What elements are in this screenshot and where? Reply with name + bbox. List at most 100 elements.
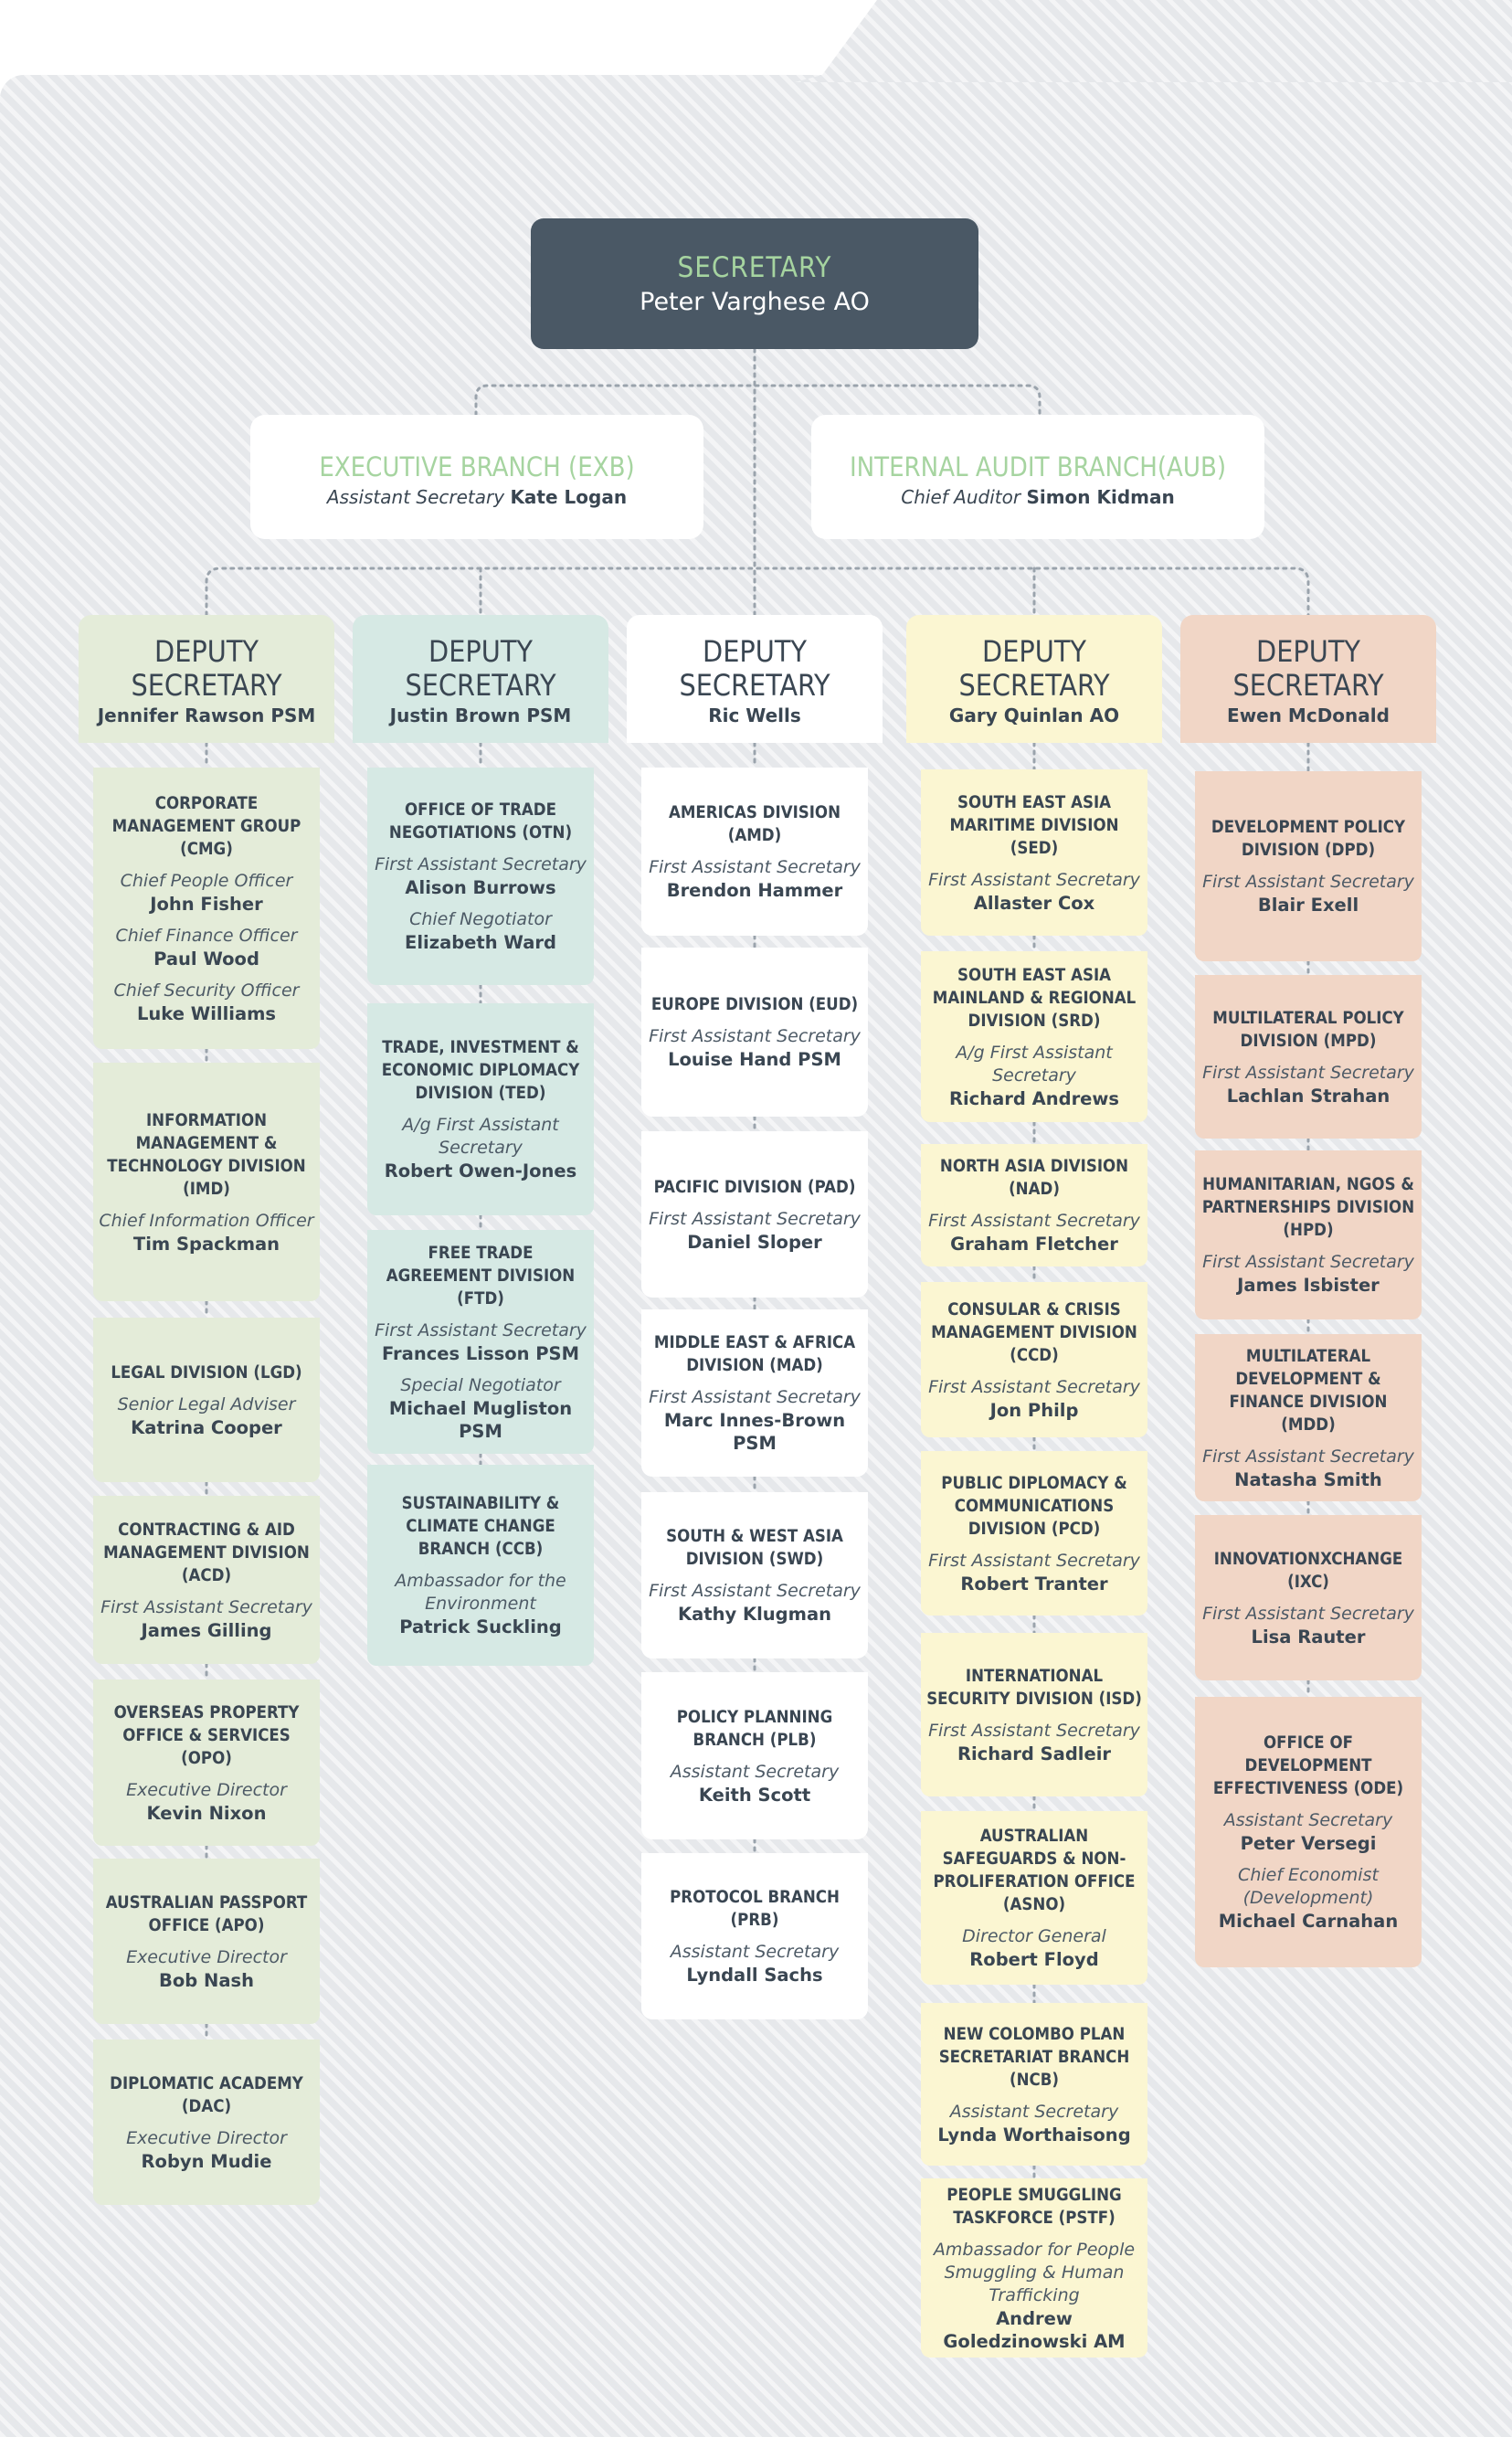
deputy-title-line: SECRETARY [405,668,556,703]
division-box: OFFICE OF TRADE NEGOTIATIONS (OTN) First … [367,768,594,985]
division-head-name: Daniel Sloper [687,1231,822,1253]
division-name: INTERNATIONAL SECURITY DIVISION (ISD) [926,1666,1142,1709]
division-head-name: Allaster Cox [973,892,1095,914]
division-name: HUMANITARIAN, NGOS & PARTNERSHIPS DIVISI… [1201,1175,1415,1240]
division-box: INFORMATION MANAGEMENT & TECHNOLOGY DIVI… [93,1063,320,1301]
division-head-name: Frances Lisson PSM [381,1342,580,1364]
division-name: CORPORATE MANAGEMENT GROUP (CMG) [111,793,301,859]
division-head-role: Assistant Secretary [1223,1810,1393,1830]
division-head-role: First Assistant Secretary [649,1026,861,1046]
division-head-role: First Assistant Secretary [1202,1062,1414,1083]
division-head-role: First Assistant Secretary [649,1581,861,1601]
division-head-role: First Assistant Secretary [649,1387,861,1407]
division-name: SOUTH EAST ASIA MARITIME DIVISION (SED) [949,792,1119,858]
division-head-role: First Assistant Secretary [1202,1252,1414,1272]
division-head-role: Chief People Officer [120,870,293,891]
division-name: INFORMATION MANAGEMENT & TECHNOLOGY DIVI… [107,1110,306,1199]
secretary-box: SECRETARY Peter Varghese AO [531,218,978,349]
deputy-title-line: DEPUTY [703,634,807,669]
division-head-role: First Assistant Secretary [1202,872,1414,892]
division-head-role: First Assistant Secretary [1202,1446,1414,1467]
division-name: DEVELOPMENT POLICY DIVISION (DPD) [1211,818,1406,860]
division-head-name: Robert Owen-Jones [384,1160,577,1181]
division-box: AUSTRALIAN PASSPORT OFFICE (APO)Executiv… [93,1859,320,2024]
division-head-name: Richard Sadleir [957,1743,1112,1764]
division-box: PUBLIC DIPLOMACY & COMMUNICATIONS DIVISI… [921,1451,1147,1616]
division-box: NEW COLOMBO PLAN SECRETARIAT BRANCH (NCB… [921,2003,1147,2166]
division-head-name: Michael Mugliston PSM [388,1397,573,1442]
division-head-name: Richard Andrews [948,1087,1120,1109]
branch-head: Assistant Secretary Kate Logan [250,486,703,508]
division-head-name: Alison Burrows [405,877,556,898]
division-head-name: Brendon Hammer [666,880,843,901]
division-name: TRADE, INVESTMENT & ECONOMIC DIPLOMACY D… [381,1038,580,1103]
division-head-role: Executive Director [126,1946,287,1967]
division-head-role: Chief Negotiator [409,909,552,929]
division-head-name: James Isbister [1237,1275,1380,1296]
division-head-name: Lynda Worthaisong [937,2124,1131,2146]
deputy-title-line: SECRETARY [958,668,1110,703]
division-head-role: A/g First Assistant Secretary [402,1115,559,1158]
division-box: SUSTAINABILITY & CLIMATE CHANGE BRANCH (… [367,1465,594,1666]
deputy-title-line: DEPUTY [428,634,533,669]
deputy-title-line: SECRETARY [679,668,830,703]
division-name: OFFICE OF TRADE NEGOTIATIONS (OTN) [388,800,573,842]
division-name: SOUTH & WEST ASIA DIVISION (SWD) [666,1527,843,1569]
deputy-title-line: SECRETARY [1232,668,1384,703]
division-head-name: Keith Scott [698,1784,811,1806]
division-head-name: James Gilling [141,1619,272,1641]
division-head-role: First Assistant Secretary [649,857,861,877]
division-box: SOUTH EAST ASIA MAINLAND & REGIONAL DIVI… [921,951,1147,1122]
division-head-name: Elizabeth Ward [405,932,556,953]
division-head-name: Bob Nash [159,1969,254,1991]
secretary-name: Peter Varghese AO [640,288,870,316]
division-name: SUSTAINABILITY & CLIMATE CHANGE BRANCH (… [401,1494,560,1559]
branch-connector [474,384,1041,417]
division-box: INTERNATIONAL SECURITY DIVISION (ISD)Fir… [921,1633,1147,1796]
division-name: PUBLIC DIPLOMACY & COMMUNICATIONS DIVISI… [941,1473,1127,1539]
division-head-name: Lyndall Sachs [686,1965,823,1986]
division-name: PACIFIC DIVISION (PAD) [653,1177,856,1197]
division-head-role: Assistant Secretary [670,1942,840,1962]
division-head-role: Ambassador for the Environment [395,1571,566,1614]
division-name: EUROPE DIVISION (EUD) [650,995,859,1014]
division-box: PEOPLE SMUGGLING TASKFORCE (PSTF)Ambassa… [921,2178,1147,2358]
division-head-role: First Assistant Secretary [1202,1603,1414,1624]
division-name: OVERSEAS PROPERTY OFFICE & SERVICES (OPO… [113,1702,300,1768]
division-head-name: Peter Versegi [1240,1833,1377,1854]
division-head-role: A/g First Assistant Secretary [956,1042,1113,1086]
division-head-role: Chief Security Officer [113,980,300,1001]
division-name: CONTRACTING & AID MANAGEMENT DIVISION (A… [103,1520,310,1585]
division-name: MIDDLE EAST & AFRICA DIVISION (MAD) [653,1333,856,1375]
division-head-name: Robert Tranter [960,1573,1108,1595]
division-box: OVERSEAS PROPERTY OFFICE & SERVICES (OPO… [93,1679,320,1846]
division-head-name: Katrina Cooper [131,1416,282,1438]
division-head-role: First Assistant Secretary [928,1376,1140,1397]
branch-head: Chief Auditor Simon Kidman [811,486,1264,508]
division-name: PROTOCOL BRANCH (PRB) [670,1888,840,1930]
division-head-role: First Assistant Secretary [375,1319,587,1340]
division-head-role: Assistant Secretary [949,2101,1119,2122]
branch-role: Chief Auditor [901,486,1021,508]
branch-title: EXECUTIVE BRANCH (EXB) [319,451,635,482]
division-head-role: First Assistant Secretary [375,854,587,874]
division-box: FREE TRADE AGREEMENT DIVISION (FTD)First… [367,1230,594,1454]
division-head-name: Kathy Klugman [678,1604,831,1625]
division-name: MULTILATERAL DEVELOPMENT & FINANCE DIVIS… [1229,1346,1388,1435]
division-box: SOUTH EAST ASIA MARITIME DIVISION (SED)F… [921,769,1147,936]
deputy-title-line: DEPUTY [1256,634,1360,669]
division-head-name: Patrick Suckling [399,1616,562,1637]
division-head-role: Executive Director [126,2127,287,2148]
division-box: INNOVATIONXCHANGE (IXC)First Assistant S… [1195,1515,1422,1680]
division-head-name: John Fisher [150,893,263,915]
division-box: LEGAL DIVISION (LGD)Senior Legal Adviser… [93,1318,320,1482]
division-head-role: Executive Director [126,1779,287,1800]
division-box: NORTH ASIA DIVISION (NAD)First Assistant… [921,1144,1147,1266]
division-head-role: First Assistant Secretary [649,1208,861,1229]
